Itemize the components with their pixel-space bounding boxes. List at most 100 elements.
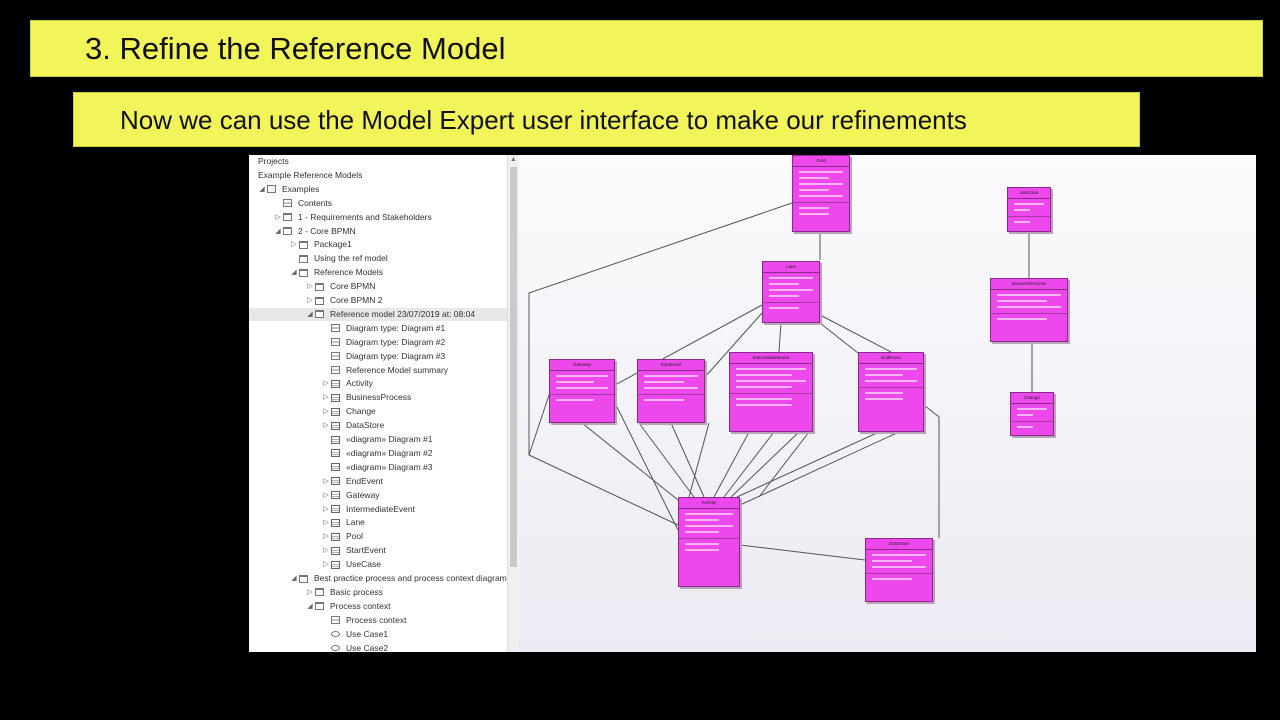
tree-item[interactable]: ▷Pool [249,530,363,543]
diagram-node[interactable]: BusinessProcess [990,278,1068,342]
collapse-arrow-icon[interactable]: ◢ [307,602,313,610]
tree-item[interactable]: ◢Reference Models [249,266,383,279]
expand-arrow-icon[interactable]: ▷ [323,491,329,499]
tree-item[interactable]: ▷UseCase [249,558,381,571]
tree-item[interactable]: ◢Best practice process and process conte… [249,572,507,585]
browser-scrollbar[interactable]: ▲ [507,155,519,652]
diagram-node[interactable]: Activity [678,497,740,587]
tree-item[interactable]: «diagram» Diagram #1 [249,433,432,446]
expand-arrow-icon[interactable]: ▷ [323,505,329,513]
expand-arrow-icon[interactable]: ▷ [307,297,313,304]
tree-item[interactable]: ◢Reference model 23/07/2019 at: 08:04 [249,307,507,321]
expand-arrow-icon[interactable]: ▷ [323,394,329,402]
diagram-node[interactable]: DataStore [865,538,933,602]
tree-item[interactable]: Using the ref model [249,252,388,265]
connector-line [819,314,892,353]
diagram-node[interactable]: Pool [792,155,850,232]
tree-item[interactable]: ▷Package1 [249,238,352,251]
class-icon [331,532,340,541]
connector-line [528,202,793,526]
class-icon [331,435,340,444]
tree-item[interactable]: ▷ Core BPMN [249,280,375,293]
diagram-node[interactable]: UseCase [1007,187,1051,232]
tree-item[interactable]: ▷BusinessProcess [249,391,411,404]
node-attribute [769,295,799,297]
expand-arrow-icon[interactable]: ▷ [291,241,297,249]
node-name: IntermediateEvent [730,353,812,364]
connector-line [736,431,880,498]
expand-arrow-icon[interactable]: ▷ [323,547,329,555]
collapse-arrow-icon[interactable]: ◢ [307,310,313,318]
tree-item-label: Core BPMN [330,281,376,292]
tree-item-label: Use Case1 [346,628,389,639]
collapse-arrow-icon[interactable]: ◢ [275,227,281,235]
diagram-node[interactable]: Lane [762,261,820,323]
diagram-node[interactable]: EndEvent [858,352,924,432]
node-name: Activity [679,498,739,509]
node-name: Change [1011,393,1053,404]
expand-arrow-icon[interactable]: ▷ [323,561,329,569]
diagram-node[interactable]: StartEvent [637,359,705,423]
node-attribute [799,189,829,191]
tree-item-label: Process context [330,600,391,611]
expand-arrow-icon[interactable]: ▷ [323,519,329,527]
expand-arrow-icon[interactable]: ▷ [323,380,329,388]
node-name: Gateway [550,360,614,371]
tree-item[interactable]: Use Case2 [249,642,389,653]
tree-item[interactable]: ◢ Process context [249,600,390,613]
diagram-node[interactable]: Change [1010,392,1054,436]
connector-line [614,402,679,531]
tree-item[interactable]: Diagram type: Diagram #1 [249,322,445,335]
connector-line [713,431,750,498]
expand-arrow-icon[interactable]: ▷ [323,477,329,485]
node-operation [799,213,829,215]
tree-item[interactable]: Contents [249,197,332,210]
tree-item[interactable]: ▷DataStore [249,419,384,432]
tree-item-label: Basic process [330,586,383,597]
tree-item[interactable]: Reference Model summary [249,364,448,377]
class-icon [331,560,340,569]
expand-arrow-icon[interactable]: ▷ [323,422,329,430]
expand-arrow-icon[interactable]: ▷ [323,533,329,541]
expand-arrow-icon[interactable]: ▷ [307,588,313,596]
tree-item[interactable]: ▷EndEvent [249,475,383,488]
tree-item[interactable]: «diagram» Diagram #2 [249,447,432,460]
tree-item[interactable]: ▷ IntermediateEvent [249,503,415,516]
tree-item[interactable]: ◢2 - Core BPMN [249,225,355,238]
tree-item[interactable]: Projects [249,155,289,168]
tree-item[interactable]: «diagram» Diagram #3 [249,461,432,474]
node-separator [793,202,849,203]
tree-item[interactable]: Process context [249,614,406,627]
tree-item[interactable]: Diagram type: Diagram #2 [249,336,445,349]
collapse-arrow-icon[interactable]: ◢ [259,185,265,193]
tree-item[interactable]: Diagram type: Diagram #3 [249,350,445,363]
tree-item[interactable]: Example Reference Models [249,169,362,182]
node-operation [799,207,829,209]
node-attribute [556,381,594,383]
tree-item[interactable]: ▷ Basic process [249,586,383,599]
scrollbar-thumb[interactable] [510,167,517,567]
tree-item-label: Use Case2 [346,642,389,653]
tree-item[interactable]: ▷Change [249,405,375,418]
tree-item-label: IntermediateEvent [346,503,415,514]
tree-item[interactable]: ▷StartEvent [249,544,385,557]
connector-line [528,394,550,456]
class-icon [331,393,340,402]
collapse-arrow-icon[interactable]: ◢ [291,575,297,582]
tree-item[interactable]: Use Case1 [249,628,388,641]
expand-arrow-icon[interactable]: ▷ [275,213,281,221]
tree-item[interactable]: ▷Activity [249,377,373,390]
tree-item[interactable]: ▷Gateway [249,489,379,502]
tree-item-label: Diagram type: Diagram #1 [346,322,446,333]
tree-item[interactable]: ▷1 - Requirements and Stakeholders [249,211,431,224]
expand-arrow-icon[interactable]: ▷ [307,283,313,291]
expand-arrow-icon[interactable]: ▷ [323,408,329,416]
tree-item[interactable]: ▷Lane [249,516,365,529]
diagram-node[interactable]: Gateway [549,359,615,423]
collapse-arrow-icon[interactable]: ◢ [291,269,297,277]
scroll-up-icon[interactable]: ▲ [510,156,517,163]
diagram-node[interactable]: IntermediateEvent [729,352,813,432]
tree-item[interactable]: ▷Core BPMN 2 [249,294,382,307]
tree-item[interactable]: ◢Examples [249,183,319,196]
